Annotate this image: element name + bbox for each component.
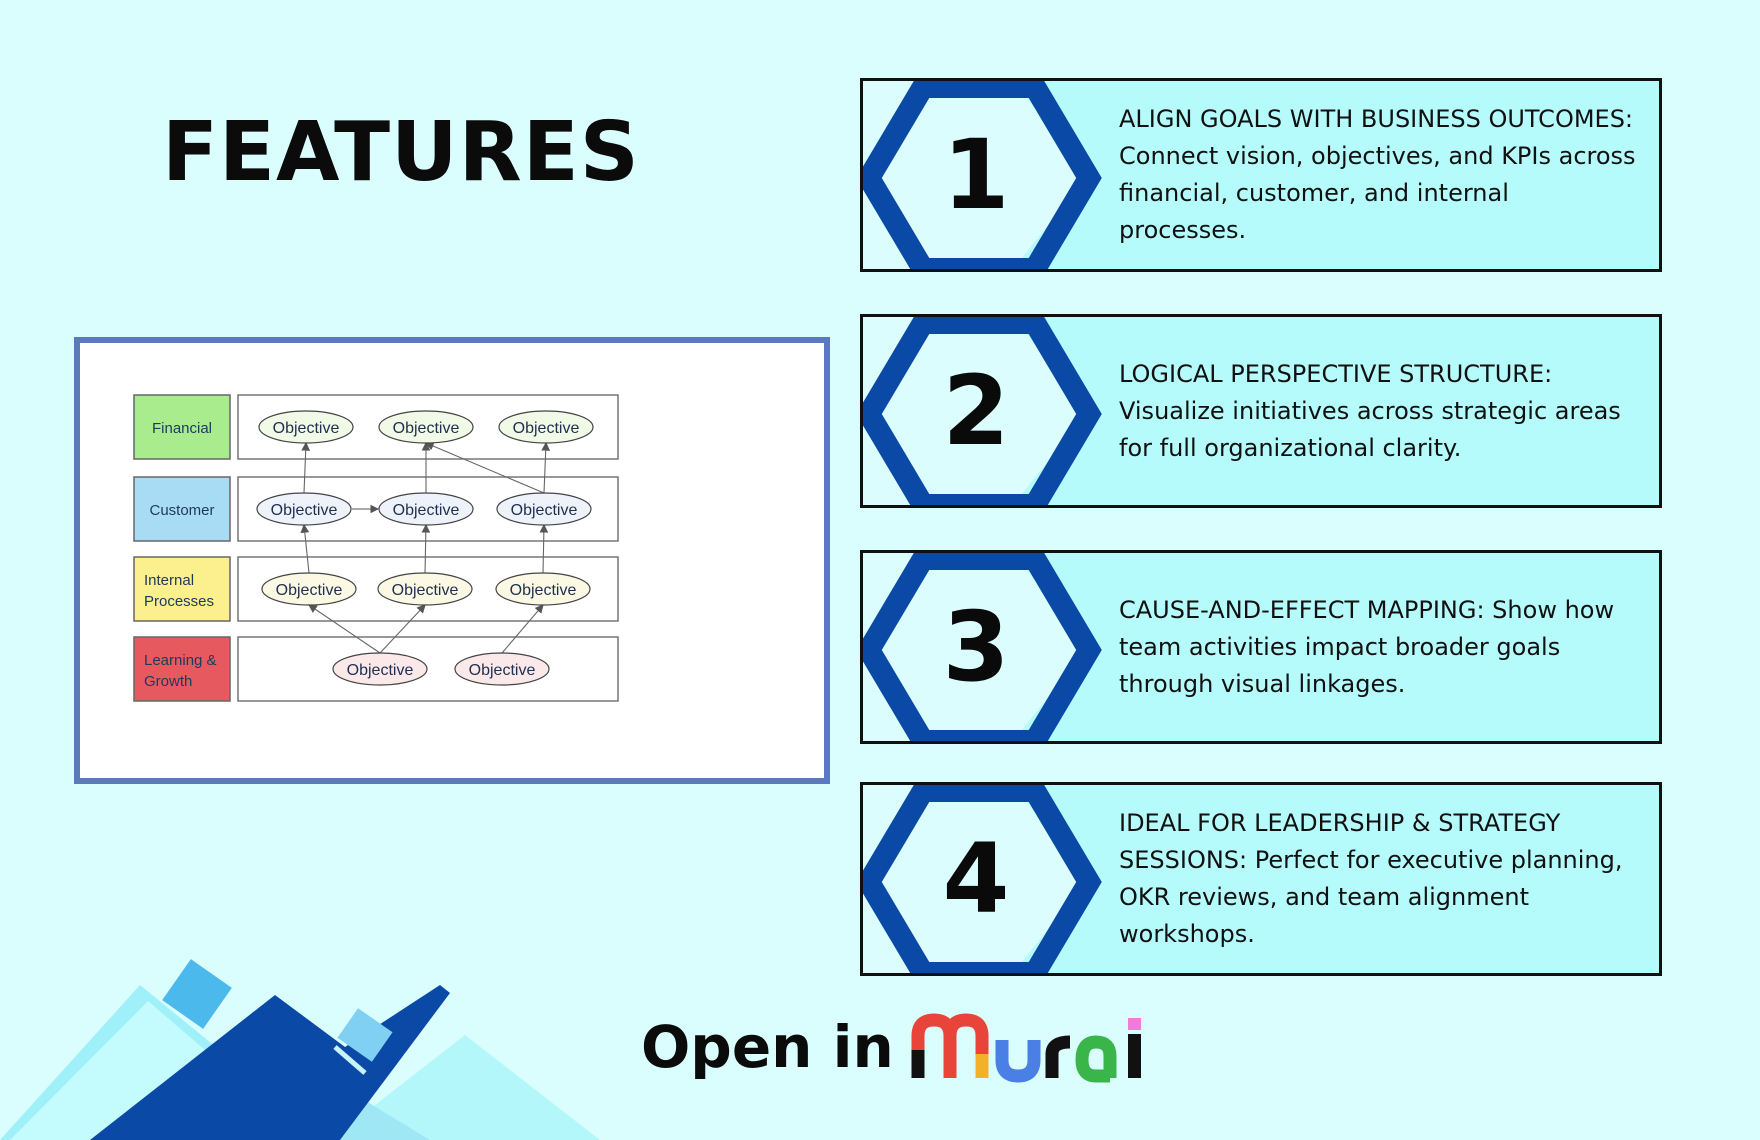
cause-effect-arrow — [308, 604, 381, 654]
objective-node — [498, 410, 594, 444]
objective-node — [377, 572, 473, 606]
feature-text: IDEAL FOR LEADERSHIP & STRATEGY SESSIONS… — [1119, 809, 1623, 948]
cause-effect-arrow — [301, 441, 311, 494]
objective-label: Objective — [513, 420, 580, 437]
perspective-label: Growth — [144, 673, 192, 690]
cause-effect-arrow — [300, 523, 310, 574]
perspective-box — [133, 394, 231, 460]
objective-node — [261, 572, 357, 606]
hexagon-icon — [863, 553, 1102, 741]
page-title: FEATURES — [162, 105, 640, 200]
objective-label: Objective — [510, 582, 577, 599]
objective-label: Objective — [392, 582, 459, 599]
feature-description: CAUSE-AND-EFFECT MAPPING: Show how team … — [1119, 553, 1641, 741]
feature-number: 1 — [942, 119, 1010, 231]
cause-effect-arrow — [379, 604, 426, 654]
mountain-decoration — [0, 959, 600, 1140]
perspective-label: Financial — [152, 420, 212, 437]
open-in-label: Open in — [641, 1013, 894, 1081]
feature-card-3: 3 CAUSE-AND-EFFECT MAPPING: Show how team… — [860, 550, 1662, 744]
objective-label: Objective — [511, 502, 578, 519]
objective-label: Objective — [271, 502, 338, 519]
feature-card-4: 4 IDEAL FOR LEADERSHIP & STRATEGY SESSION… — [860, 782, 1662, 976]
hexagon-icon — [863, 81, 1102, 269]
objective-node — [496, 492, 592, 526]
mural-logo — [911, 1013, 1141, 1083]
objective-label: Objective — [347, 662, 414, 679]
feature-card-2: 2 LOGICAL PERSPECTIVE STRUCTURE: Visualiz… — [860, 314, 1662, 508]
objective-label: Objective — [273, 420, 340, 437]
perspective-label: Processes — [144, 593, 214, 610]
perspective-box — [133, 636, 231, 702]
hexagon-icon — [863, 317, 1102, 505]
perspective-label: Learning & — [144, 652, 217, 669]
cause-effect-arrow — [541, 441, 551, 494]
feature-description: ALIGN GOALS WITH BUSINESS OUTCOMES: Conn… — [1119, 81, 1641, 269]
perspective-box — [133, 476, 231, 542]
objective-label: Objective — [469, 662, 536, 679]
cause-effect-arrow — [501, 604, 544, 654]
perspective-lane — [237, 636, 619, 702]
objective-node — [378, 410, 474, 444]
feature-number: 4 — [942, 823, 1010, 935]
feature-card-1: 1 ALIGN GOALS WITH BUSINESS OUTCOMES: Con… — [860, 78, 1662, 272]
objective-label: Objective — [276, 582, 343, 599]
open-in-mural-button[interactable]: Open in — [641, 1010, 1155, 1084]
objective-label: Objective — [393, 420, 460, 437]
objective-node — [495, 572, 591, 606]
objective-node — [256, 492, 352, 526]
objective-label: Objective — [393, 502, 460, 519]
hexagon-icon — [863, 785, 1102, 973]
perspective-box — [133, 556, 231, 622]
strategy-map-svg: FinancialCustomerInternalProcessesLearni… — [133, 394, 619, 702]
cause-effect-arrow — [424, 441, 545, 494]
objective-node — [454, 652, 550, 686]
feature-text: LOGICAL PERSPECTIVE STRUCTURE: Visualize… — [1119, 359, 1621, 462]
feature-description: LOGICAL PERSPECTIVE STRUCTURE: Visualize… — [1119, 317, 1641, 505]
feature-number: 3 — [942, 591, 1010, 703]
feature-number: 2 — [942, 355, 1010, 467]
feature-text: ALIGN GOALS WITH BUSINESS OUTCOMES: Conn… — [1119, 105, 1636, 244]
perspective-label: Customer — [149, 502, 214, 519]
objective-node — [258, 410, 354, 444]
objective-node — [332, 652, 428, 686]
cause-effect-arrow — [539, 523, 549, 574]
objective-node — [378, 492, 474, 526]
feature-text: CAUSE-AND-EFFECT MAPPING: Show how team … — [1119, 595, 1615, 698]
perspective-label: Internal — [144, 572, 194, 589]
feature-description: IDEAL FOR LEADERSHIP & STRATEGY SESSIONS… — [1119, 785, 1641, 973]
cause-effect-arrow — [421, 523, 431, 574]
